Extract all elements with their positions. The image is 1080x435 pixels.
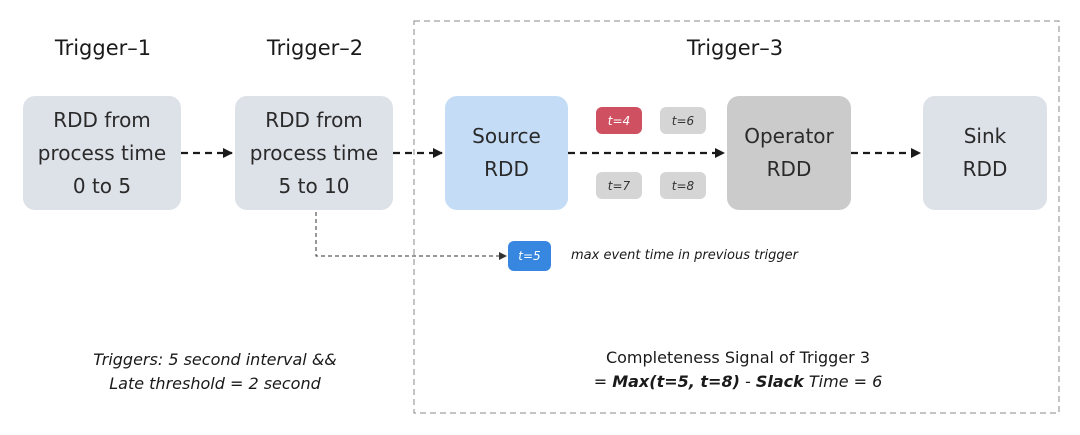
triggers-info-line-1: Triggers: 5 second interval &&: [93, 350, 337, 369]
operator-rdd-line-2: RDD: [766, 157, 812, 181]
sink-rdd-box: Sink RDD: [923, 96, 1047, 210]
event-chip-t4: t=4: [596, 107, 642, 134]
rdd-box-0-to-5-line-3: 0 to 5: [72, 173, 132, 198]
operator-rdd-box: Operator RDD: [727, 96, 851, 210]
rdd-box-0-to-5-line-2: process time: [37, 140, 167, 165]
completeness-equation: = Max(t=5, t=8) - Slack Time = 6: [560, 370, 916, 394]
rdd-box-0-to-5-line-1: RDD from: [53, 107, 151, 132]
rdd-box-5-to-10-line-1: RDD from: [265, 107, 363, 132]
equation-minus: -: [739, 372, 756, 391]
rdd-box-5-to-10-line-2: process time: [249, 140, 379, 165]
operator-rdd-line-1: Operator: [744, 124, 834, 148]
sink-rdd-line-2: RDD: [962, 157, 1008, 181]
source-rdd-line-1: Source: [472, 124, 541, 148]
max-event-time-note: max event time in previous trigger: [571, 248, 798, 263]
equation-prefix: =: [593, 372, 613, 391]
event-chip-t6: t=6: [660, 107, 706, 134]
source-rdd-box: Source RDD: [445, 96, 568, 210]
rdd-box-5-to-10-line-3: 5 to 10: [278, 173, 350, 198]
event-chip-t8: t=8: [660, 172, 706, 199]
equation-suffix: Time = 6: [803, 372, 883, 391]
equation-args: (t=5, t=8): [649, 372, 740, 391]
sink-rdd-line-1: Sink: [963, 124, 1007, 148]
triggers-info-line-2: Late threshold = 2 second: [109, 374, 321, 393]
source-rdd-line-2: RDD: [484, 157, 529, 181]
equation-max: Max: [612, 372, 650, 391]
event-chip-t7: t=7: [596, 172, 642, 199]
rdd-box-0-to-5: RDD from process time 0 to 5: [23, 96, 181, 210]
trigger-1-label: Trigger–1: [54, 36, 152, 60]
equation-slack: Slack: [755, 372, 804, 391]
trigger-3-label: Trigger–3: [686, 36, 784, 60]
trigger-2-label: Trigger–2: [266, 36, 364, 60]
rdd-box-5-to-10: RDD from process time 5 to 10: [235, 96, 393, 210]
completeness-title: Completeness Signal of Trigger 3: [605, 348, 871, 367]
triggers-info: Triggers: 5 second interval && Late thre…: [70, 348, 360, 396]
trigger-3-frame: [413, 20, 1060, 414]
arrow-rdd2-to-t5: [315, 212, 507, 260]
event-chip-t5: t=5: [508, 241, 551, 271]
completeness-signal: Completeness Signal of Trigger 3 = Max(t…: [560, 346, 916, 394]
